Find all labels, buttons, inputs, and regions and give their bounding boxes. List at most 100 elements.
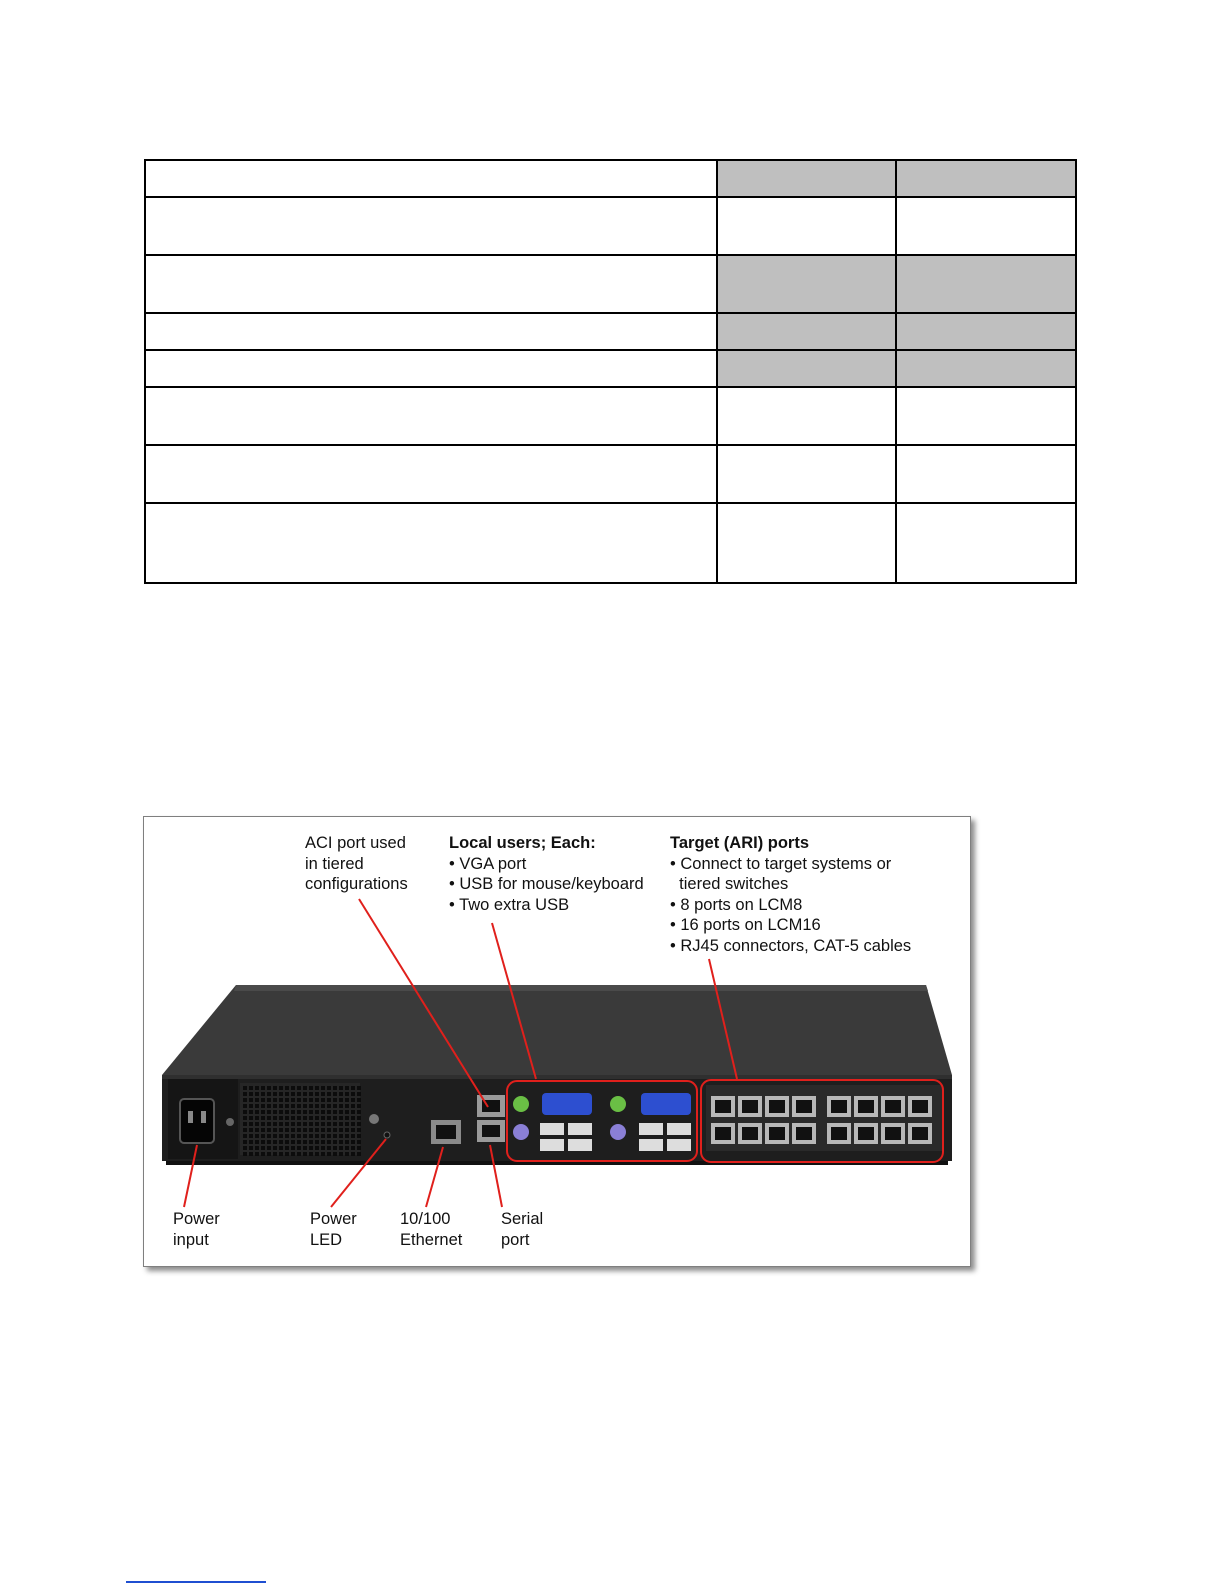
grille-hole	[345, 1110, 349, 1114]
grille-hole	[321, 1098, 325, 1102]
grille-hole	[303, 1104, 307, 1108]
grille-hole	[255, 1116, 259, 1120]
ps2-keyboard-port	[513, 1124, 529, 1140]
aci-port-label: ACI port used in tiered configurations	[305, 833, 408, 895]
usb-port	[639, 1123, 663, 1135]
grille-hole	[249, 1146, 253, 1150]
table-cell	[144, 254, 718, 314]
grille-hole	[273, 1122, 277, 1126]
table-cell-shaded	[895, 159, 1077, 198]
grille-hole	[345, 1128, 349, 1132]
grille-hole	[321, 1122, 325, 1126]
table-cell	[716, 386, 897, 446]
grille-hole	[333, 1116, 337, 1120]
usb-port	[667, 1123, 691, 1135]
switch-illustration	[162, 898, 952, 1208]
grille-hole	[255, 1128, 259, 1132]
power-input-socket	[179, 1098, 215, 1144]
label-line: Serial	[501, 1210, 544, 1228]
grille-hole	[291, 1134, 295, 1138]
grille-hole	[339, 1104, 343, 1108]
grille-hole	[261, 1092, 265, 1096]
grille-hole	[333, 1098, 337, 1102]
rj45-port-jack	[742, 1100, 758, 1113]
label-line: Power	[173, 1210, 220, 1228]
grille-hole	[351, 1086, 355, 1090]
grille-hole	[303, 1152, 307, 1156]
grille-hole	[309, 1098, 313, 1102]
ps2-keyboard-port	[610, 1124, 626, 1140]
grille-hole	[249, 1104, 253, 1108]
grille-hole	[285, 1128, 289, 1132]
grille-hole	[327, 1098, 331, 1102]
grille-hole	[297, 1140, 301, 1144]
footer-link-underline[interactable]	[126, 1581, 266, 1583]
grille-hole	[297, 1128, 301, 1132]
rj45-port-jack	[831, 1100, 847, 1113]
grille-hole	[309, 1140, 313, 1144]
rj45-port-jack	[715, 1100, 731, 1113]
grille-hole	[339, 1092, 343, 1096]
grille-hole	[339, 1128, 343, 1132]
label-line: configurations	[305, 875, 408, 893]
grille-hole	[339, 1122, 343, 1126]
grille-hole	[249, 1134, 253, 1138]
table-row	[144, 196, 1077, 256]
grille-hole	[315, 1110, 319, 1114]
grille-hole	[249, 1152, 253, 1156]
grille-hole	[261, 1098, 265, 1102]
grille-hole	[279, 1086, 283, 1090]
table-cell	[144, 444, 718, 504]
grille-hole	[315, 1086, 319, 1090]
list-item: • RJ45 connectors, CAT-5 cables	[670, 936, 912, 955]
grille-hole	[261, 1122, 265, 1126]
grille-hole	[357, 1128, 361, 1132]
grille-hole	[345, 1140, 349, 1144]
grille-hole	[327, 1128, 331, 1132]
grille-hole	[279, 1140, 283, 1144]
grille-hole	[345, 1086, 349, 1090]
grille-hole	[303, 1128, 307, 1132]
grille-hole	[351, 1098, 355, 1102]
grille-hole	[255, 1122, 259, 1126]
table-cell	[716, 444, 897, 504]
grille-hole	[249, 1098, 253, 1102]
grille-hole	[309, 1146, 313, 1150]
grille-hole	[339, 1146, 343, 1150]
grille-hole	[351, 1110, 355, 1114]
rj45-port-jack	[912, 1127, 928, 1140]
grille-hole	[267, 1116, 271, 1120]
grille-hole	[243, 1098, 247, 1102]
serial-port-label: Serial port	[501, 1209, 543, 1250]
grille-hole	[351, 1152, 355, 1156]
grille-hole	[261, 1152, 265, 1156]
usb-port	[540, 1139, 564, 1151]
grille-hole	[273, 1140, 277, 1144]
grille-hole	[327, 1116, 331, 1120]
grille-hole	[267, 1146, 271, 1150]
grille-hole	[351, 1140, 355, 1144]
table-cell	[716, 196, 897, 256]
grille-hole	[303, 1092, 307, 1096]
grille-hole	[315, 1140, 319, 1144]
grille-hole	[285, 1104, 289, 1108]
grille-hole	[339, 1152, 343, 1156]
grille-hole	[357, 1116, 361, 1120]
grille-hole	[291, 1110, 295, 1114]
label-line: Ethernet	[400, 1230, 463, 1249]
table-cell	[895, 386, 1077, 446]
grille-hole	[249, 1086, 253, 1090]
grille-hole	[243, 1104, 247, 1108]
vga-port	[542, 1093, 592, 1115]
target-ports-label: Target (ARI) ports • Connect to target s…	[670, 833, 911, 956]
grille-hole	[351, 1146, 355, 1150]
grille-hole	[273, 1116, 277, 1120]
power-pin	[201, 1111, 206, 1123]
grille-hole	[261, 1116, 265, 1120]
grille-hole	[285, 1134, 289, 1138]
rear-panel-figure: ACI port used in tiered configurations L…	[143, 816, 971, 1267]
label-line: input	[173, 1230, 209, 1249]
usb-port	[639, 1139, 663, 1151]
grille-hole	[321, 1134, 325, 1138]
target-ports-heading: Target (ARI) ports	[670, 834, 810, 852]
